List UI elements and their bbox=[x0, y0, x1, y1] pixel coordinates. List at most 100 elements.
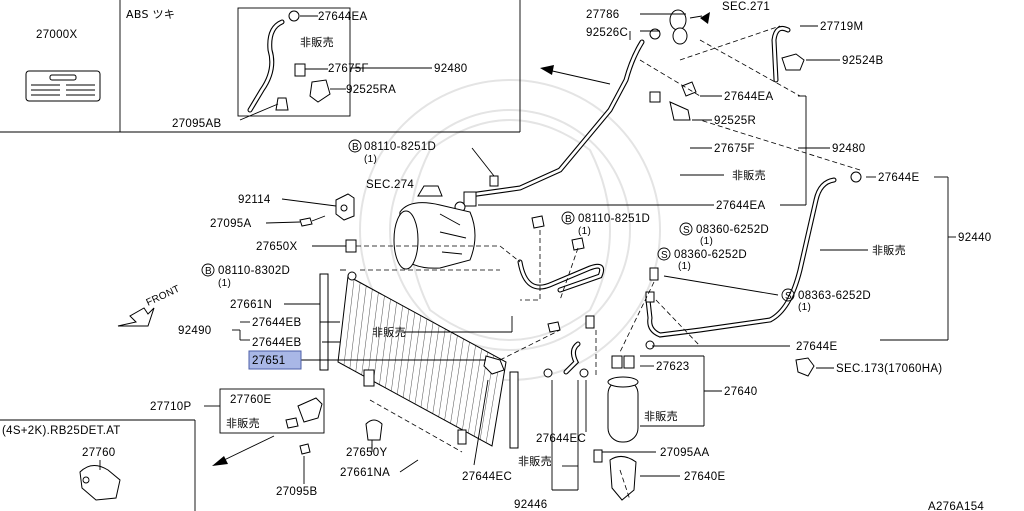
condenser-fin bbox=[367, 292, 379, 379]
label-27675f-top: 27675F bbox=[328, 63, 369, 75]
label-qty-b: (1) bbox=[578, 226, 591, 237]
label-92480-r: 92480 bbox=[832, 143, 865, 155]
label-qty-s-b: (1) bbox=[678, 261, 691, 272]
label-27661n: 27661N bbox=[230, 299, 272, 311]
label-27095ab: 27095AB bbox=[172, 118, 221, 130]
label-92524b: 92524B bbox=[842, 55, 883, 67]
label-92440: 92440 bbox=[958, 232, 991, 244]
label-qty-a: (1) bbox=[364, 154, 377, 165]
label-27760: 27760 bbox=[82, 447, 115, 459]
screw-symbol-s1: S bbox=[683, 225, 690, 236]
bolt-symbol-b1: B bbox=[352, 142, 359, 153]
label-92525r: 92525R bbox=[714, 115, 756, 127]
condenser-fin bbox=[450, 338, 464, 424]
condenser-fin bbox=[414, 318, 428, 405]
screw-symbol-s3: S bbox=[785, 291, 792, 302]
label-not-sold-6: 非販売 bbox=[226, 417, 260, 430]
label-92526c: 92526C bbox=[586, 27, 628, 39]
sensor-bracket-group bbox=[204, 388, 325, 484]
highlight-box bbox=[248, 350, 302, 370]
bolt-symbol-icon-3 bbox=[561, 211, 575, 225]
label-27760e: 27760E bbox=[230, 394, 271, 406]
label-qty-s-a: (1) bbox=[700, 236, 713, 247]
condenser-fin bbox=[373, 295, 385, 382]
bolt-symbol-icon bbox=[348, 139, 362, 153]
label-08363-6252d: 08363-6252D bbox=[798, 290, 871, 302]
label-27000x: 27000X bbox=[36, 29, 77, 41]
receiver-drier bbox=[593, 355, 639, 501]
condenser-fin bbox=[397, 309, 409, 395]
misc-small-parts bbox=[79, 419, 383, 501]
diagram-id: A276A154 bbox=[928, 501, 984, 511]
abs-inset-parts bbox=[237, 7, 432, 121]
label-not-sold-3: 非販売 bbox=[872, 244, 906, 257]
condenser-fin bbox=[485, 358, 501, 443]
condenser-fin bbox=[385, 302, 397, 388]
condenser-fin bbox=[456, 342, 470, 427]
bolt-27095a bbox=[265, 215, 326, 227]
label-27661na: 27661NA bbox=[340, 467, 390, 479]
condenser-fin bbox=[426, 325, 440, 411]
condenser-fin bbox=[349, 282, 361, 369]
label-27786: 27786 bbox=[586, 9, 619, 21]
condenser-fin bbox=[438, 332, 452, 417]
label-27644ea-mid: 27644EA bbox=[716, 200, 765, 212]
bracket-92114 bbox=[281, 193, 355, 221]
label-27640: 27640 bbox=[724, 386, 757, 398]
high-pressure-pipe bbox=[645, 171, 862, 377]
rubber-mount-27650x bbox=[312, 239, 357, 253]
bolt-symbol-b3: B bbox=[565, 214, 572, 225]
flow-arrow-bottom bbox=[212, 435, 275, 466]
label-08360-6252d-a: 08360-6252D bbox=[696, 224, 769, 236]
condenser-fin bbox=[361, 289, 373, 375]
condenser-fin bbox=[462, 345, 476, 430]
front-arrow-icon bbox=[117, 307, 155, 327]
engine-box-title: (4S+2K).RB25DET.AT bbox=[2, 425, 121, 437]
label-92114: 92114 bbox=[238, 194, 271, 206]
bolt-symbol-icon-2 bbox=[201, 263, 215, 277]
label-08110-8251d-a: 08110-8251D bbox=[364, 141, 436, 153]
label-92480-top: 92480 bbox=[434, 63, 467, 75]
screw-symbol-s2: S bbox=[661, 250, 668, 261]
label-08110-8251d-b: 08110-8251D bbox=[578, 213, 650, 225]
label-27623: 27623 bbox=[656, 361, 689, 373]
label-27719m: 27719M bbox=[820, 21, 863, 33]
callout-labels: 27000X ABS ツキ 27644EA 非販売 27675F 92525RA… bbox=[2, 1, 991, 511]
label-qty-s-c: (1) bbox=[798, 302, 811, 313]
abs-box-title: ABS ツキ bbox=[126, 8, 175, 21]
label-27710p: 27710P bbox=[150, 401, 191, 413]
label-27644eb-2: 27644EB bbox=[252, 337, 301, 349]
label-27644e-top: 27644E bbox=[878, 172, 919, 184]
label-27675f-r: 27675F bbox=[714, 143, 755, 155]
condenser-fin bbox=[343, 279, 355, 366]
condenser-fin bbox=[391, 305, 403, 392]
label-92490: 92490 bbox=[178, 325, 211, 337]
suction-hose-assembly bbox=[454, 9, 710, 213]
dashed-guide-lines bbox=[356, 25, 861, 501]
label-27095a: 27095A bbox=[210, 218, 251, 230]
label-27644ea-top: 27644EA bbox=[318, 11, 367, 23]
label-27650x: 27650X bbox=[256, 241, 297, 253]
label-92525ra: 92525RA bbox=[346, 84, 396, 96]
compressor bbox=[393, 185, 476, 270]
discharge-pipes bbox=[489, 175, 659, 378]
label-27640e: 27640E bbox=[684, 471, 725, 483]
front-label: FRONT bbox=[145, 284, 182, 309]
label-not-sold-7: 非販売 bbox=[518, 455, 552, 468]
flow-arrow-top bbox=[540, 65, 611, 85]
condenser-fin bbox=[379, 299, 391, 385]
condenser-fin bbox=[468, 348, 482, 434]
label-27644ec-a: 27644EC bbox=[536, 433, 586, 445]
label-qty-8302: (1) bbox=[218, 278, 231, 289]
condenser-fin bbox=[402, 312, 416, 398]
label-not-sold-1: 非販売 bbox=[300, 36, 334, 49]
label-27095aa: 27095AA bbox=[660, 447, 709, 459]
inset-frames bbox=[0, 0, 521, 511]
bolt-symbol-b2: B bbox=[205, 266, 212, 277]
label-08110-8302d: 08110-8302D bbox=[218, 265, 290, 277]
screw-symbol-icon-2 bbox=[657, 247, 671, 261]
label-not-sold-4: 非販売 bbox=[372, 326, 406, 339]
label-not-sold-5: 非販売 bbox=[644, 410, 678, 423]
screw-symbol-icon bbox=[679, 222, 693, 236]
